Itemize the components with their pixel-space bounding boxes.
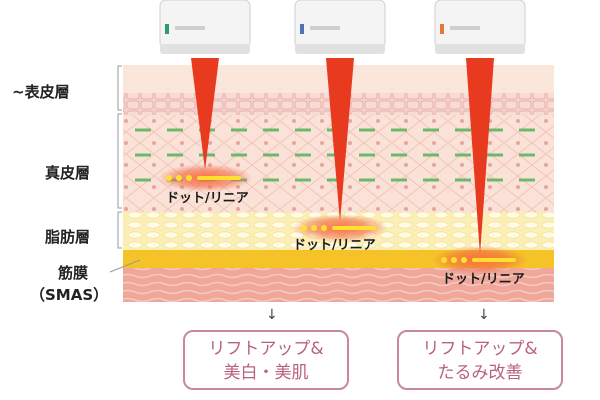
focal-dot [186,175,192,181]
result-1-line-2: 美白・美肌 [223,363,309,383]
focal-dot [451,257,457,263]
energy-beam [326,58,354,222]
cartridge-body [434,0,526,49]
arrow-down-icon: ↓ [478,307,490,323]
focal-line [197,176,241,180]
cartridge-accent [440,24,444,34]
energy-beam [466,58,494,255]
result-2-line-2: たるみ改善 [437,363,523,383]
dermis-fibers [135,128,535,182]
result-1-line-1: リフトアップ& [208,339,324,359]
cartridge-base [435,44,525,54]
depth-label-2: ドット/リニア [293,238,376,253]
energy-beam [191,58,219,170]
cartridge-accent [300,24,304,34]
cartridge-label [450,26,480,30]
cartridge-body [294,0,386,49]
device-group [157,0,528,274]
focal-dot [461,257,467,263]
focal-dot [176,175,182,181]
focal-dot [441,257,447,263]
cartridge-accent [165,24,169,34]
depth-label-3: ドット/リニア [442,272,525,287]
cartridge-base [295,44,385,54]
focal-dot [311,225,317,231]
layer-brackets [109,65,141,273]
label-dermis: 真皮層 [45,164,91,182]
cartridge-label [175,26,205,30]
result-box-2: リフトアップ& たるみ改善 [397,330,563,390]
cartridge-label [310,26,340,30]
depth-label-1: ドット/リニア [166,191,249,206]
focal-dot [321,225,327,231]
label-smas-1: 筋膜 [58,264,89,282]
focal-line [332,226,376,230]
label-smas-2: （SMAS） [30,286,109,304]
result-2-line-1: リフトアップ& [422,339,538,359]
focal-dot [166,175,172,181]
result-box-1: リフトアップ& 美白・美肌 [183,330,349,390]
label-epidermis: ~表皮層 [12,83,70,101]
label-fat: 脂肪層 [45,228,91,246]
focal-dot [301,225,307,231]
arrow-down-icon: ↓ [266,307,278,323]
cartridge-base [160,44,250,54]
focal-line [472,258,516,262]
cartridge-body [159,0,251,49]
